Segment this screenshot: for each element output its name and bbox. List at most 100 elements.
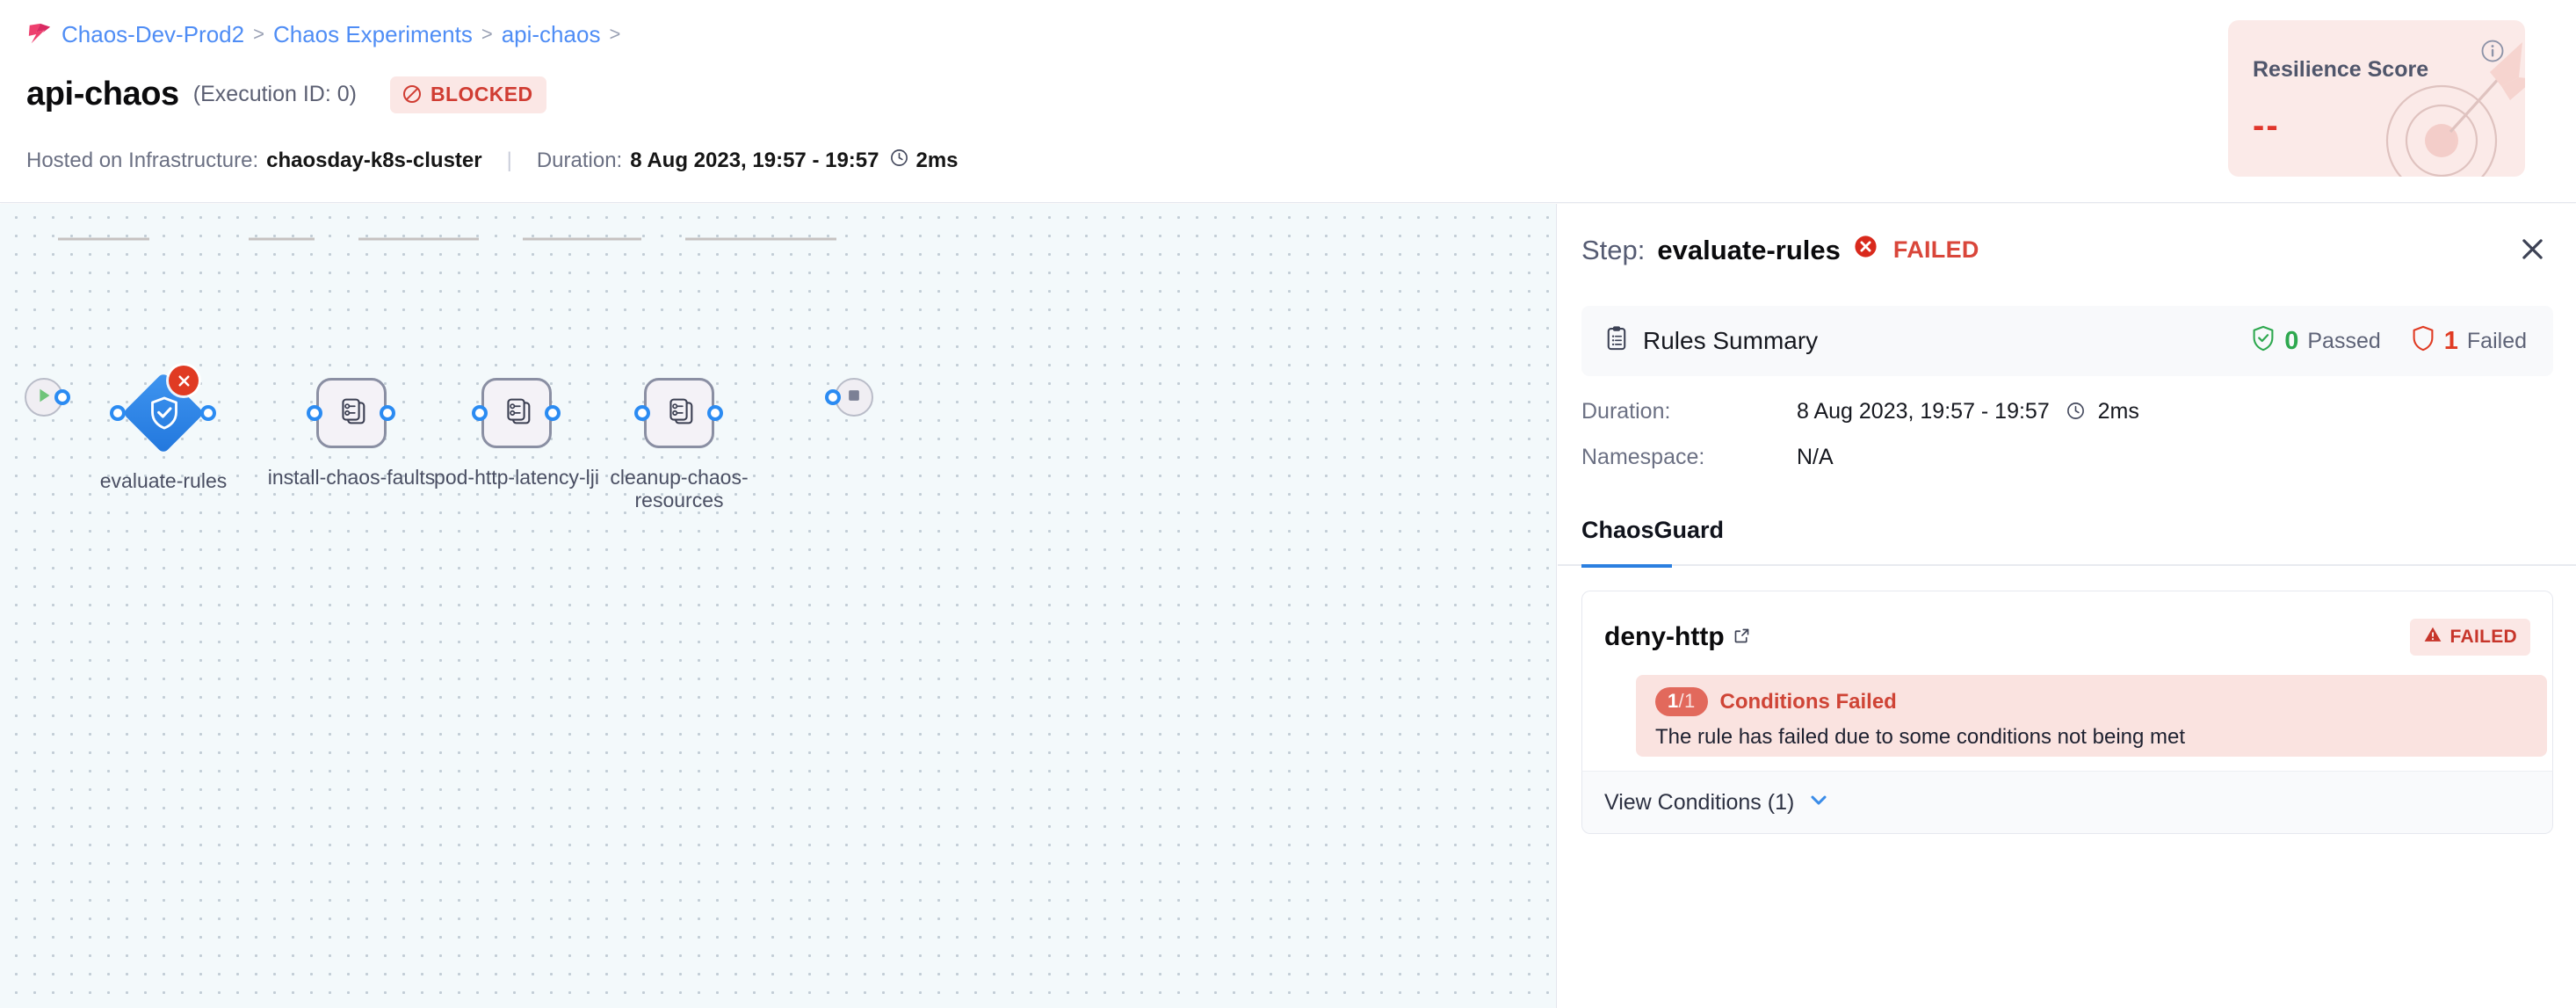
rule-name-link[interactable]: deny-http: [1604, 622, 1751, 652]
infra-label: Hosted on Infrastructure:: [26, 149, 259, 172]
node-pod-http-latency-lji[interactable]: pod-http-latency-lji: [434, 378, 599, 489]
warning-triangle-icon: [2423, 625, 2442, 649]
conditions-failed-title: Conditions Failed: [1719, 689, 1897, 714]
detail-value: 8 Aug 2023, 19:57 - 19:57 2ms: [1797, 399, 2139, 427]
rule-status-badge: FAILED: [2409, 619, 2530, 656]
passed-count-group: 0 Passed: [2251, 325, 2381, 358]
end-node[interactable]: [825, 378, 873, 417]
passed-label: Passed: [2307, 328, 2381, 353]
info-icon[interactable]: [2479, 38, 2506, 69]
node-port-out[interactable]: [380, 405, 395, 421]
panel-step-name: evaluate-rules: [1657, 234, 1841, 265]
chevron-down-icon[interactable]: [1806, 787, 1831, 818]
breadcrumb: Chaos-Dev-Prod2 > Chaos Experiments > ap…: [26, 19, 620, 49]
clock-icon: [889, 148, 909, 174]
node-port-in[interactable]: [634, 405, 650, 421]
node-shape: [481, 378, 552, 448]
node-port-out[interactable]: [545, 405, 561, 421]
view-conditions-label: View Conditions (1): [1604, 789, 1795, 815]
failed-count: 1: [2443, 326, 2458, 355]
failed-label: Failed: [2466, 328, 2527, 353]
pipeline-canvas[interactable]: evaluate-rules install-chaos-fau: [0, 204, 1557, 1008]
node-install-chaos-faults[interactable]: install-chaos-faults: [268, 378, 435, 489]
panel-header: Step: evaluate-rules FAILED: [1558, 204, 2576, 294]
close-icon[interactable]: [2513, 229, 2551, 268]
conditions-failed-description: The rule has failed due to some conditio…: [1655, 725, 2186, 749]
stop-icon: [845, 387, 863, 409]
conditions-separator: /: [1678, 690, 1684, 712]
duration-label: Duration:: [536, 149, 623, 172]
meta-divider: |: [506, 149, 512, 172]
duration-range: 8 Aug 2023, 19:57 - 19:57: [630, 149, 879, 172]
breadcrumb-separator: >: [481, 23, 493, 45]
rules-summary-left: Rules Summary: [1604, 325, 1818, 358]
node-port-out[interactable]: [200, 405, 216, 421]
detail-key: Namespace:: [1581, 445, 1705, 469]
end-node-port[interactable]: [825, 389, 841, 405]
rule-card-deny-http: deny-http: [1581, 591, 2553, 771]
header-meta: Hosted on Infrastructure: chaosday-k8s-c…: [26, 148, 959, 174]
title-row: api-chaos (Execution ID: 0) BLOCKED: [26, 76, 546, 113]
error-circle-icon: [1853, 234, 1878, 266]
panel-tabs: ChaosGuard: [1558, 511, 2576, 568]
detail-extra: 2ms: [2097, 399, 2139, 424]
conditions-count-badge: 1/1: [1655, 687, 1708, 716]
step-details-panel: Step: evaluate-rules FAILED: [1558, 204, 2576, 1008]
breadcrumb-separator: >: [253, 23, 264, 45]
page-title: api-chaos: [26, 76, 179, 112]
node-port-in[interactable]: [110, 405, 126, 421]
clock-icon: [2066, 401, 2086, 427]
page-header: Chaos-Dev-Prod2 > Chaos Experiments > ap…: [0, 0, 2576, 203]
detail-value-text: 8 Aug 2023, 19:57 - 19:57: [1797, 399, 2050, 424]
external-link-icon[interactable]: [1733, 622, 1751, 652]
node-port-in[interactable]: [307, 405, 322, 421]
resilience-score-title: Resilience Score: [2253, 57, 2429, 82]
resilience-score-card: Resilience Score --: [2228, 20, 2525, 177]
chaos-fault-icon: [661, 393, 698, 434]
panel-body: Rules Summary 0 Passed: [1558, 294, 2576, 1008]
breadcrumb-item-0[interactable]: Chaos-Dev-Prod2: [62, 21, 245, 47]
failed-count-group: 1 Failed: [2411, 325, 2527, 358]
breadcrumb-separator: >: [609, 23, 621, 45]
harness-chaos-logo-icon: [26, 21, 53, 47]
node-label: cleanup-chaos-resources: [610, 466, 749, 511]
conditions-failed-box: 1/1 Conditions Failed The rule has faile…: [1636, 675, 2547, 757]
pipeline-edges: [58, 237, 836, 241]
node-evaluate-rules[interactable]: evaluate-rules: [100, 362, 227, 492]
detail-key: Duration:: [1581, 399, 1671, 424]
panel-status: FAILED: [1892, 236, 1979, 263]
start-node-port[interactable]: [54, 389, 70, 405]
infra-value: chaosday-k8s-cluster: [266, 149, 482, 172]
status-badge: BLOCKED: [389, 76, 546, 113]
panel-title: Step: evaluate-rules FAILED: [1581, 234, 1979, 266]
breadcrumb-item-2[interactable]: api-chaos: [501, 21, 601, 47]
chaos-fault-icon: [333, 393, 370, 434]
tab-chaosguard[interactable]: ChaosGuard: [1581, 517, 1725, 543]
view-conditions-toggle[interactable]: View Conditions (1): [1581, 771, 2553, 834]
clipboard-icon: [1604, 325, 1629, 358]
conditions-failed-header: 1/1 Conditions Failed: [1655, 687, 2528, 716]
rules-summary-card: Rules Summary 0 Passed: [1581, 306, 2553, 376]
duration-value: 2ms: [915, 149, 959, 172]
node-port-out[interactable]: [707, 405, 723, 421]
rules-summary-label: Rules Summary: [1643, 327, 1819, 354]
rule-name-text: deny-http: [1604, 622, 1725, 651]
blocked-icon: [402, 83, 423, 105]
shield-check-icon: [148, 395, 180, 435]
execution-id: (Execution ID: 0): [192, 82, 357, 106]
rule-header: deny-http: [1604, 614, 2530, 660]
chaos-fault-icon: [498, 393, 535, 434]
rule-status-label: FAILED: [2449, 627, 2517, 647]
shield-red-icon: [2411, 325, 2435, 358]
node-cleanup-chaos-resources[interactable]: cleanup-chaos-resources: [610, 378, 749, 511]
node-shape: [316, 378, 387, 448]
conditions-total: 1: [1683, 690, 1696, 712]
resilience-score-value: --: [2253, 106, 2280, 145]
start-node[interactable]: [25, 378, 70, 417]
node-port-in[interactable]: [472, 405, 488, 421]
breadcrumb-item-1[interactable]: Chaos Experiments: [272, 21, 473, 47]
detail-value: N/A: [1797, 445, 1834, 469]
panel-title-prefix: Step:: [1581, 234, 1646, 265]
passed-count: 0: [2284, 326, 2299, 355]
